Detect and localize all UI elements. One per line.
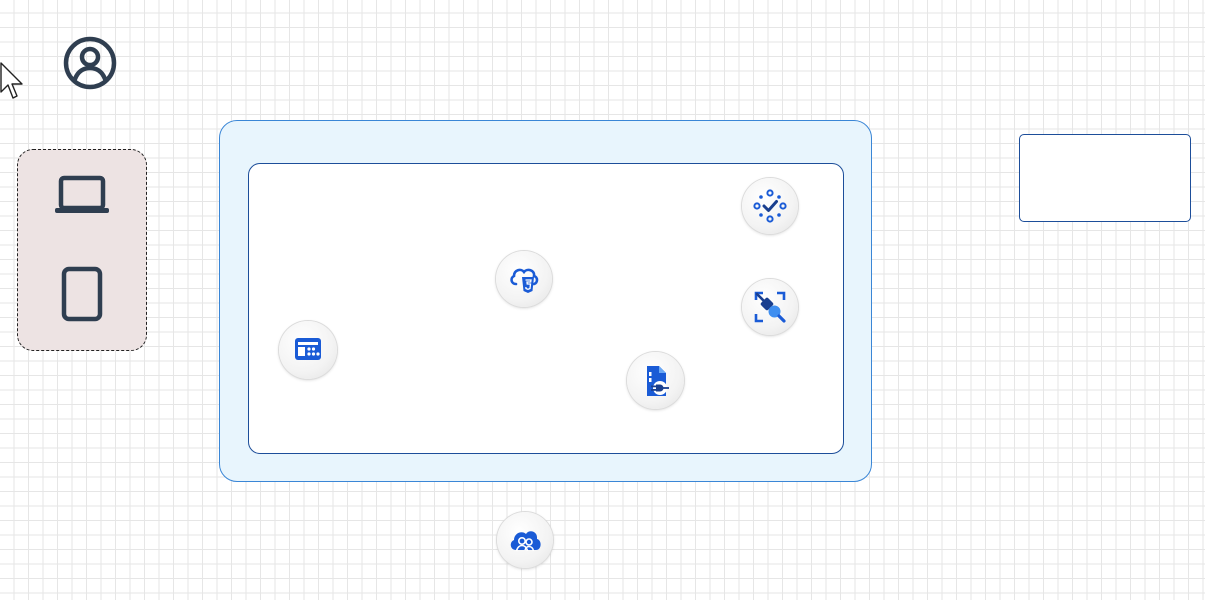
cloud-html5-icon — [510, 268, 539, 293]
empty-box[interactable] — [1019, 134, 1191, 222]
web-portal-icon — [295, 338, 321, 360]
pointer-cursor-icon — [0, 62, 26, 102]
connection-search-node[interactable] — [742, 279, 798, 335]
cloud-users-icon — [510, 531, 541, 552]
document-plugin-node[interactable] — [627, 352, 684, 409]
cloud-users-node[interactable] — [497, 512, 553, 568]
policy-check-icon — [753, 189, 787, 223]
document-plugin-icon — [646, 365, 669, 396]
policy-check-node[interactable] — [742, 178, 798, 234]
web-portal-node[interactable] — [279, 321, 337, 379]
connection-search-icon — [754, 291, 786, 323]
laptop-icon[interactable] — [53, 172, 111, 218]
tablet-icon[interactable] — [61, 266, 103, 322]
cloud-html5-node[interactable] — [496, 251, 552, 307]
user-icon[interactable] — [62, 35, 118, 91]
